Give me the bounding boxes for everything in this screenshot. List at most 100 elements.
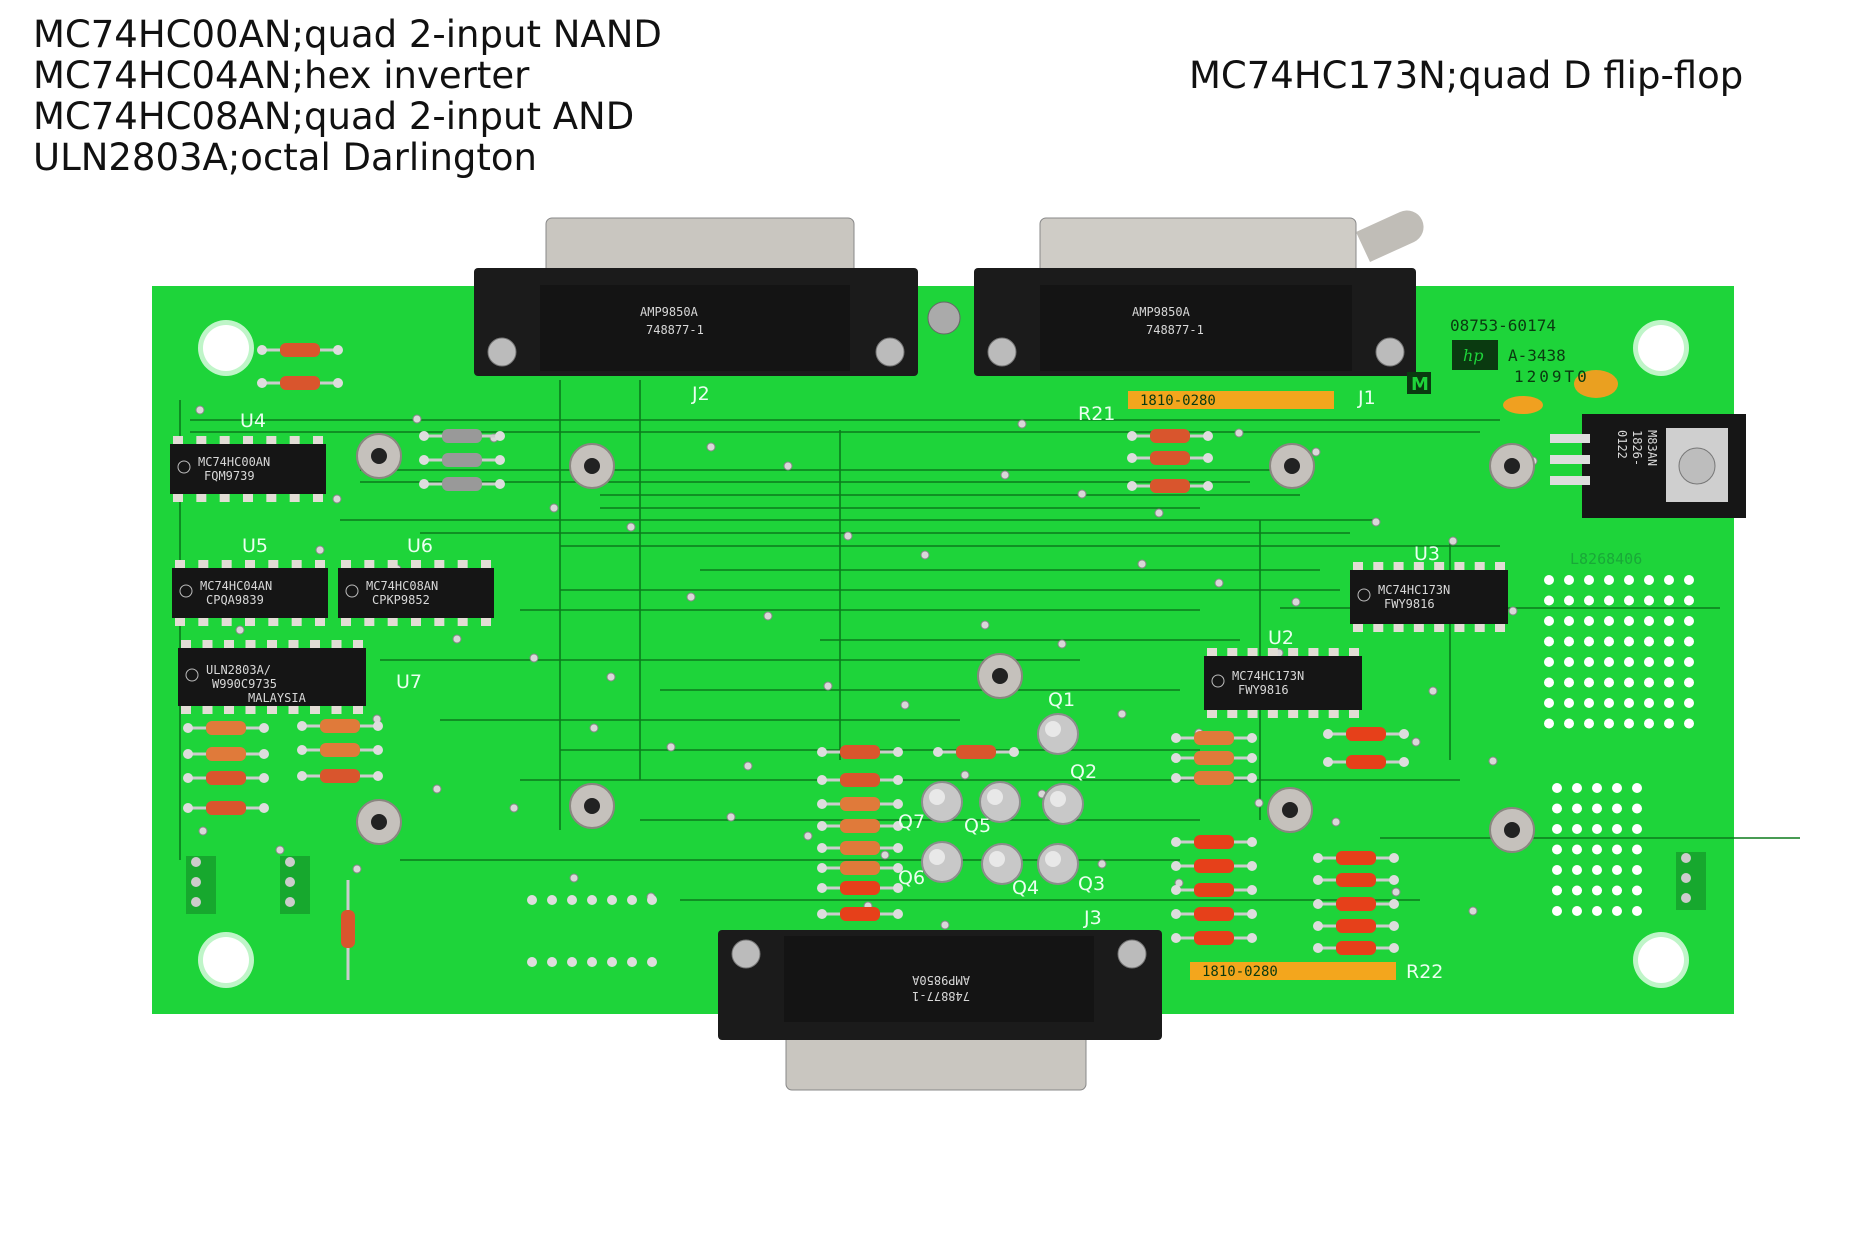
connector-marking: AMP9850A [1132,305,1191,319]
via [1017,419,1027,429]
ref-label: R21 [1078,403,1115,425]
standoff-hole [1284,458,1300,474]
header-pin [191,897,201,907]
pad [817,909,827,919]
resistor [840,819,880,833]
regulator-lead [1550,434,1590,443]
chip-pin [1353,622,1363,632]
via [880,850,890,860]
resistor [206,721,246,735]
pad [567,957,577,967]
chip-pin [1288,648,1299,658]
perf-hole [1664,718,1674,729]
pcb-board [152,286,1734,1014]
ref-label: Q7 [898,811,925,833]
standoff-hole [371,814,387,830]
resistor [1194,751,1234,765]
chip-pin [1454,562,1465,572]
pad [1389,943,1399,953]
chip-pin [1247,648,1258,658]
mounting-hole [1638,325,1684,371]
manufacturer-logo-icon [179,584,193,598]
perf-hole [1632,783,1642,793]
screw-icon [1375,337,1405,367]
perf-hole [1624,575,1634,585]
perf-hole [1612,865,1622,875]
via [843,531,853,541]
perf-hole [1584,698,1594,708]
perf-hole [1612,885,1622,896]
perf-hole [1624,636,1634,647]
perf-hole [1604,657,1614,667]
pad [817,775,827,785]
chip-pin [288,704,299,714]
perf-hole [1604,698,1614,708]
chip-pin [1474,622,1485,632]
perf-hole [1632,803,1642,814]
via [412,414,422,424]
perf-hole [1604,595,1614,606]
header-pin [285,877,295,887]
resistor [840,745,880,759]
pad [817,799,827,809]
pad [893,775,903,785]
annotation-left: MC74HC00AN;quad 2-input NAND MC74HC04AN;… [33,14,662,178]
mounting-hole [203,937,249,983]
chip-pin [245,640,256,650]
pad [1323,729,1333,739]
pad [1323,757,1333,767]
chip-pin [457,560,468,570]
transistor-highlight [1050,791,1066,807]
perf-hole [1664,677,1674,688]
chip-date-code: CPKP9852 [372,593,430,607]
perf-hole [1632,906,1642,916]
via [1214,578,1224,588]
via [920,550,930,560]
chip-part-number: MC74HC173N [1378,583,1450,597]
chip-pin [353,704,363,714]
resistor [1346,727,1386,741]
perf-hole [1612,824,1622,834]
chip-pin [1413,622,1424,632]
resistor [840,841,880,855]
resistor [1336,897,1376,911]
standoff-hole [584,798,600,814]
connector-marking: 748877-1 [646,323,704,337]
chip-part-number: MC74HC00AN [198,455,270,469]
header-pin [1681,853,1691,863]
perf-hole [1624,616,1634,626]
chip-pin [481,616,491,626]
chip-pin [315,560,325,570]
via [315,545,325,555]
chip-pin [481,560,491,570]
chip-pin [202,704,213,714]
pad [1389,875,1399,885]
resistor [341,910,355,948]
perf-hole [1604,616,1614,626]
ref-label: U4 [240,410,266,432]
chip-pin [341,616,351,626]
board-assembly-number: A-3438 [1508,346,1566,365]
pad [257,345,267,355]
pad [1389,899,1399,909]
perf-hole [1644,616,1654,626]
pad [647,895,657,905]
mounting-hole [203,325,249,371]
pad [373,771,383,781]
chip-pin [267,640,277,650]
pad [933,747,943,757]
capacitor [1503,396,1543,414]
pad [495,479,505,489]
resistor [956,745,996,759]
resistor [442,477,482,491]
perf-hole [1552,885,1562,896]
pad [259,773,269,783]
resistor [1150,429,1190,443]
perf-hole [1584,575,1594,585]
pad [1247,909,1257,919]
perf-hole [1552,824,1562,834]
via [1391,887,1401,897]
chip-pin [291,616,302,626]
resistor [1194,859,1234,873]
chip-pin [1328,708,1339,718]
